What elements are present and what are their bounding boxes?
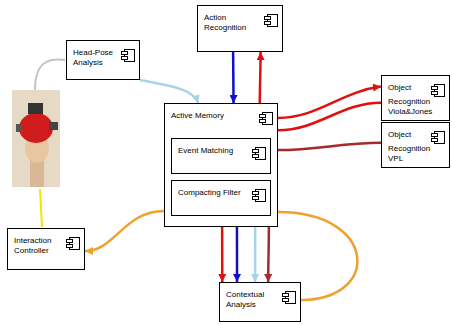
component-symbol <box>428 83 445 97</box>
helmet-photo <box>12 90 60 187</box>
component-box: Compacting Filter <box>171 180 271 216</box>
component-box: Object Recognition Viola&Jones <box>381 75 450 121</box>
component-icon <box>279 290 296 304</box>
component-icon <box>428 83 445 97</box>
component-symbol <box>256 111 273 125</box>
connector <box>278 143 381 150</box>
box-label: Action Recognition <box>204 13 278 32</box>
component-icon <box>261 13 278 27</box>
component-box: Interaction Controller <box>7 228 85 270</box>
component-icon <box>428 130 445 144</box>
box-label: Event Matching <box>178 146 266 156</box>
component-icon <box>249 146 266 160</box>
connector <box>236 227 239 282</box>
box-label: Object Recognition Viola&Jones <box>388 83 445 116</box>
box-label: Active Memory <box>171 111 273 121</box>
connector <box>254 227 257 282</box>
component-symbol <box>428 130 445 144</box>
component-icon <box>63 236 80 250</box>
connector <box>85 211 164 251</box>
component-box: Contextual Analysis <box>219 282 301 322</box>
box-label: Head-Pose Analysis <box>73 48 135 67</box>
component-symbol <box>261 13 278 27</box>
component-icon <box>249 188 266 202</box>
component-icon <box>256 111 273 125</box>
component-symbol <box>279 290 296 304</box>
component-box: Object Recognition VPL <box>381 122 450 168</box>
box-label: Contextual Analysis <box>226 290 296 309</box>
connector <box>259 52 262 103</box>
component-box: Action Recognition <box>197 5 283 52</box>
component-box: Event Matching <box>171 138 271 174</box>
connector <box>278 103 381 131</box>
component-symbol <box>249 188 266 202</box>
box-label: Object Recognition VPL <box>388 130 445 163</box>
control-link <box>40 189 42 227</box>
component-box: Head-Pose Analysis <box>66 40 140 80</box>
memory-box: Active MemoryEvent MatchingCompacting Fi… <box>164 103 278 227</box>
camera-link <box>35 60 65 90</box>
box-label: Compacting Filter <box>178 188 266 198</box>
box-label: Interaction Controller <box>14 236 80 255</box>
connector <box>278 87 381 118</box>
connector <box>221 227 224 282</box>
component-symbol <box>118 48 135 62</box>
connector <box>140 80 198 103</box>
component-icon <box>118 48 135 62</box>
component-symbol <box>249 146 266 160</box>
connector <box>232 52 235 103</box>
connector <box>267 227 270 282</box>
component-symbol <box>63 236 80 250</box>
